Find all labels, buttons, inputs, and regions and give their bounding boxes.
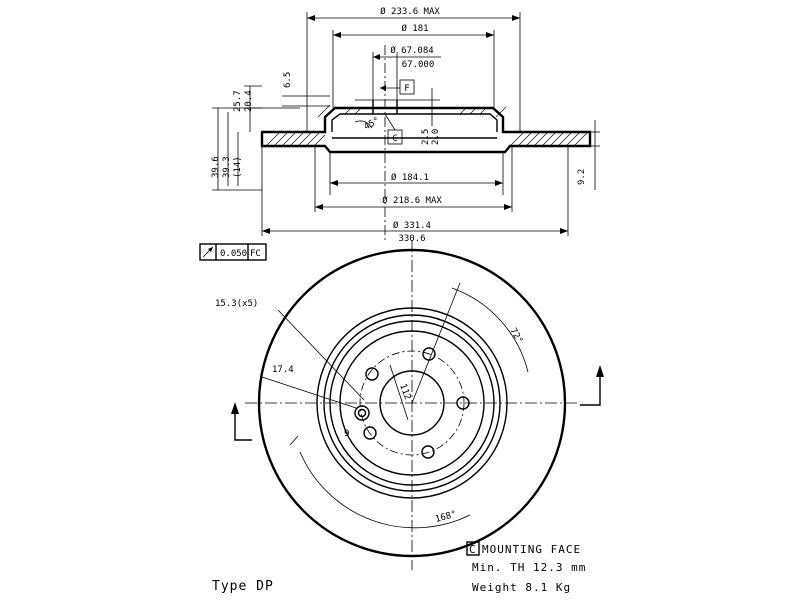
bolt-hole-1	[365, 367, 379, 381]
dim-thickness-9-2: 9.2	[577, 169, 587, 185]
label-168: 168°	[434, 510, 458, 525]
dim-39-6: 39.6	[211, 156, 221, 178]
weight-note: Weight 8.1 Kg	[472, 581, 571, 594]
label-9: 9	[344, 429, 349, 439]
bolt-hole-5	[363, 426, 377, 440]
min-thickness-note: Min. TH 12.3 mm	[472, 561, 586, 574]
side-section-view: Ø 233.6 MAX Ø 181 Ø 67.084 67.000 F C 45…	[211, 6, 600, 244]
datum-f-box	[399, 79, 415, 95]
bolt-hole-4	[421, 445, 435, 459]
runout-tolerance-frame: 0.050 FC	[199, 243, 267, 261]
dim-39-3: 39.3	[222, 156, 232, 178]
dim-outer-dia-max: Ø 233.6 MAX	[380, 6, 440, 17]
section-arrow-right	[580, 365, 604, 406]
datum-f-label: F	[404, 84, 409, 94]
front-view: 15.3(x5) 17.4 112 9 72° 168°	[215, 240, 604, 570]
dim-184-1: Ø 184.1	[391, 172, 429, 183]
dim-181: Ø 181	[401, 23, 428, 34]
dim-disc-dia-lower: 330.6	[398, 234, 425, 244]
dim-bore-upper: Ø 67.084	[390, 45, 433, 56]
dim-disc-dia-upper: Ø 331.4	[393, 220, 431, 231]
dim-wall-2-0: 2.0	[431, 129, 441, 145]
datum-c-label: C	[392, 134, 397, 144]
dim-bore-lower: 67.000	[402, 60, 435, 70]
bolt-hole-3	[456, 396, 470, 410]
arc-72	[451, 287, 529, 373]
mounting-face-code: C	[469, 543, 477, 556]
left-flange-hatch	[265, 104, 331, 147]
runout-value: 0.050	[220, 249, 247, 259]
dim-14: (14)	[233, 156, 243, 178]
mounting-face-code-box	[466, 541, 480, 556]
datum-c-box	[387, 129, 403, 145]
label-pcd-112: 112	[397, 383, 412, 402]
mounting-face-label: MOUNTING FACE	[482, 543, 581, 556]
section-arrow-left	[231, 402, 252, 441]
locating-hole	[354, 405, 370, 421]
bolt-circle	[359, 350, 465, 456]
arc-168	[299, 451, 471, 529]
label-holes: 15.3(x5)	[215, 299, 258, 309]
right-flange-hatch	[495, 106, 589, 147]
runout-ref: FC	[250, 249, 261, 259]
label-72: 72°	[507, 327, 524, 346]
dim-6-5: 6.5	[283, 72, 293, 88]
dim-218-6: Ø 218.6 MAX	[382, 195, 442, 206]
chamfer-arc	[354, 120, 373, 129]
hat-top-hatch	[344, 107, 487, 115]
dim-25-7: 25.7	[233, 90, 243, 112]
dim-20-4: 20.4	[244, 90, 254, 112]
dim-wall-2-5: 2.5	[421, 129, 431, 145]
type-label: Type DP	[212, 579, 274, 594]
notes-block: C MOUNTING FACE Min. TH 12.3 mm Weight 8…	[212, 541, 586, 594]
dim-chamfer: 45°	[363, 116, 382, 133]
leader-17-4	[261, 376, 357, 409]
label-17-4: 17.4	[272, 365, 294, 375]
leader-holes	[277, 309, 365, 401]
hat-inner-line	[331, 113, 498, 132]
